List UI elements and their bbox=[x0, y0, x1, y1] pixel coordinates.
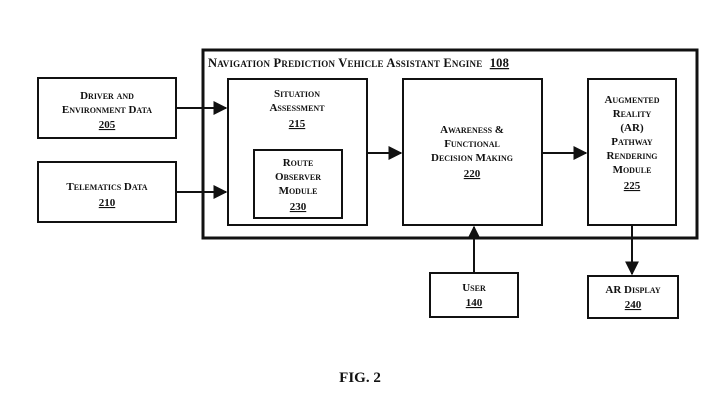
situation-number: 215 bbox=[289, 118, 306, 130]
awareness-decision-box: Awareness & Functional Decision Making 2… bbox=[402, 78, 543, 226]
situation-label-2: Assessment bbox=[269, 102, 325, 114]
user-label: User bbox=[462, 282, 486, 294]
ar-pathway-label-1: Augmented bbox=[604, 94, 659, 106]
awareness-label-3: Decision Making bbox=[431, 152, 513, 164]
telematics-number: 210 bbox=[99, 197, 116, 209]
user-number: 140 bbox=[466, 297, 483, 309]
situation-label-1: Situation bbox=[274, 88, 320, 100]
engine-number: 108 bbox=[490, 56, 509, 70]
ar-display-number: 240 bbox=[625, 299, 642, 311]
ar-pathway-label-3: (AR) bbox=[620, 122, 644, 134]
ar-pathway-label-6: Module bbox=[613, 164, 652, 176]
svg-text:Navigation Prediction Vehicle: Navigation Prediction Vehicle Assistant … bbox=[208, 56, 509, 70]
figure-label: FIG. 2 bbox=[339, 370, 381, 386]
ar-pathway-label-2: Reality bbox=[613, 108, 652, 120]
ar-pathway-number: 225 bbox=[624, 180, 641, 192]
ar-pathway-label-4: Pathway bbox=[611, 136, 653, 148]
driver-environment-number: 205 bbox=[99, 119, 116, 131]
ar-display-box: AR Display 240 bbox=[587, 275, 679, 319]
awareness-number: 220 bbox=[464, 168, 481, 180]
telematics-label: Telematics Data bbox=[66, 181, 147, 193]
ar-pathway-rendering-box: Augmented Reality (AR) Pathway Rendering… bbox=[587, 78, 677, 226]
user-box: User 140 bbox=[429, 272, 519, 318]
engine-container: Navigation Prediction Vehicle Assistant … bbox=[201, 48, 699, 240]
driver-environment-label-1: Driver and bbox=[80, 90, 134, 102]
ar-pathway-label-5: Rendering bbox=[606, 150, 657, 162]
ar-display-label: AR Display bbox=[605, 284, 660, 296]
driver-environment-data-box: Driver and Environment Data 205 bbox=[37, 77, 177, 139]
route-observer-module-box: Route Observer Module 230 bbox=[253, 149, 343, 219]
awareness-label-1: Awareness & bbox=[440, 124, 504, 136]
route-observer-label-1: Route bbox=[283, 157, 314, 169]
awareness-label-2: Functional bbox=[444, 138, 500, 150]
route-observer-number: 230 bbox=[290, 201, 307, 213]
route-observer-label-2: Observer bbox=[275, 171, 321, 183]
telematics-data-box: Telematics Data 210 bbox=[37, 161, 177, 223]
driver-environment-label-2: Environment Data bbox=[62, 104, 152, 116]
engine-title: Navigation Prediction Vehicle Assistant … bbox=[208, 56, 482, 70]
route-observer-label-3: Module bbox=[279, 185, 318, 197]
